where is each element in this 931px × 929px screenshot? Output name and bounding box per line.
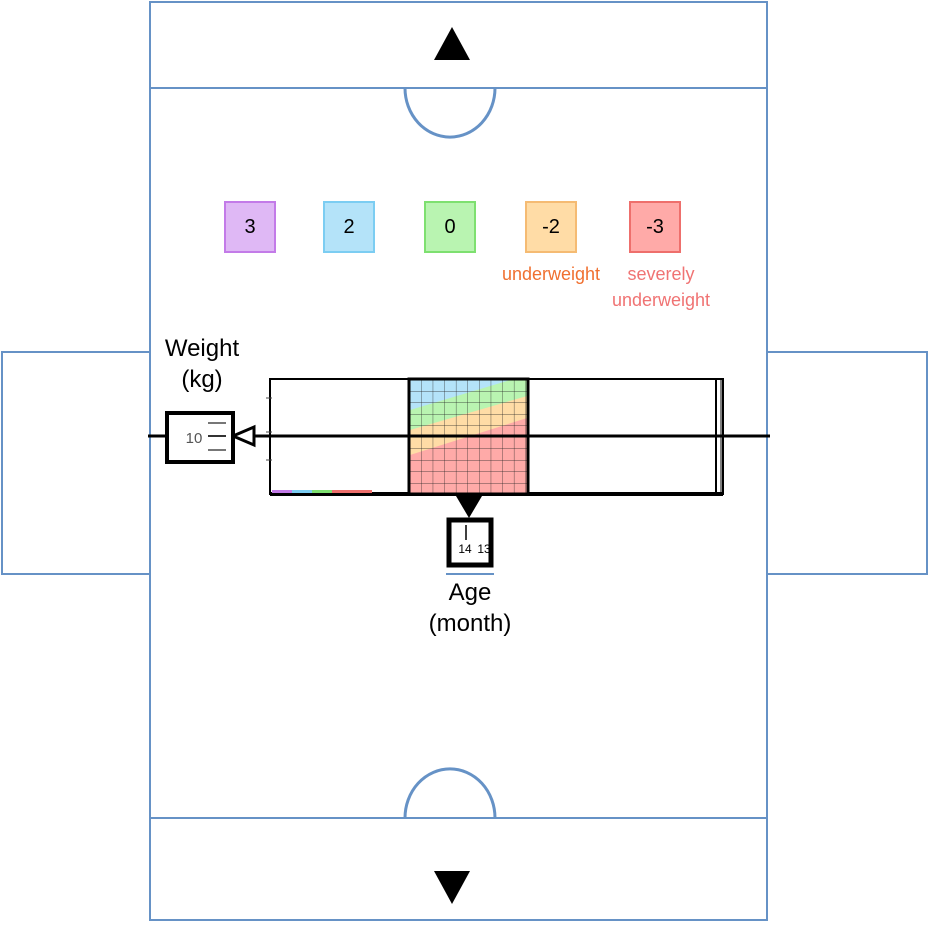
weight-dial-value: 10 [186, 430, 203, 447]
age-axis-title-line1: Age [448, 579, 492, 606]
down-triangle-icon[interactable] [434, 871, 470, 904]
mini-band-green [312, 490, 332, 493]
age-axis-title: Age (month) [400, 577, 540, 639]
left-side-panel[interactable] [1, 351, 150, 575]
legend-swatch-minus3: -3 [629, 201, 681, 253]
legend-swatch-minus2: -2 [525, 201, 577, 253]
bottom-scroll-semicircle[interactable] [403, 767, 497, 819]
legend-caption-line2: underweight [611, 290, 711, 310]
legend-caption-severely-underweight: severely underweight [598, 261, 724, 313]
legend-swatch-plus2: 2 [323, 201, 375, 253]
legend-swatch-zero: 0 [424, 201, 476, 253]
age-dial-value-right: 13 [477, 542, 491, 556]
legend-label-minus2: -2 [542, 215, 560, 238]
top-scroll-semicircle[interactable] [403, 87, 497, 139]
legend-label-plus3: 3 [244, 215, 256, 238]
weight-axis-title: Weight (kg) [146, 333, 258, 395]
zoom-window-bands [410, 380, 527, 493]
up-triangle-icon[interactable] [434, 27, 470, 60]
legend-swatch-plus3: 3 [224, 201, 276, 253]
right-side-panel[interactable] [767, 351, 928, 575]
age-axis-title-line2: (month) [428, 610, 512, 637]
legend-label-zero: 0 [444, 215, 456, 238]
legend-caption-line1: severely [627, 264, 695, 284]
legend-label-plus2: 2 [343, 215, 355, 238]
mini-band-red [332, 490, 372, 493]
weight-axis-title-line2: (kg) [181, 366, 223, 393]
mini-band-purple [272, 490, 292, 493]
age-dial-value-left: 14 [458, 542, 472, 556]
legend-caption-underweight: underweight [501, 264, 601, 284]
weight-dial[interactable] [165, 411, 235, 464]
weight-axis-title-line1: Weight [164, 335, 240, 362]
main-panel-outline [149, 1, 768, 921]
age-dial[interactable] [446, 517, 494, 568]
legend-label-minus3: -3 [646, 215, 664, 238]
mini-band-blue [292, 490, 312, 493]
weight-pointer-arrow [229, 424, 256, 448]
age-pointer-arrow [456, 496, 482, 518]
